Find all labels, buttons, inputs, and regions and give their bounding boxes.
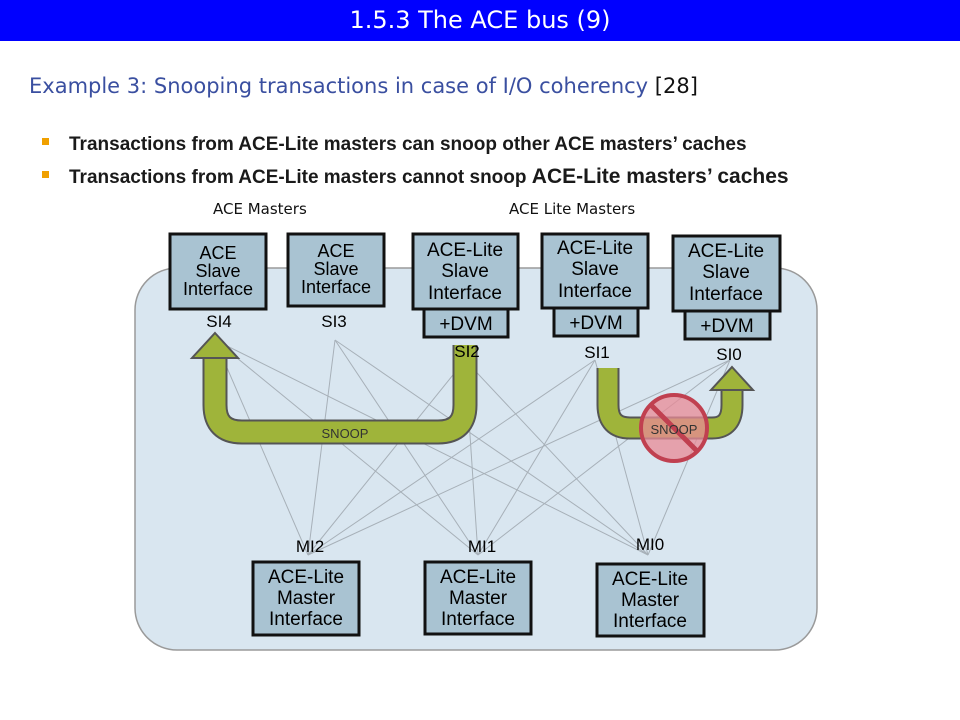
master-port-label: MI2 — [296, 537, 324, 556]
master-mi2: MI2 ACE-Lite Master Interface — [251, 537, 361, 637]
group-label-ace-masters: ACE Masters — [213, 200, 307, 218]
slave-interface-box — [671, 234, 782, 313]
slave-si3: ACE Slave Interface SI3 — [286, 232, 386, 331]
slave-line-1: ACE — [199, 243, 236, 263]
prohibit-icon-slash — [649, 403, 699, 453]
slave-si0: ACE-Lite Slave Interface +DVM SI0 — [671, 234, 782, 364]
slave-line-1: ACE — [317, 241, 354, 261]
group-label-ace-lite-masters: ACE Lite Masters — [509, 200, 636, 218]
master-line-2: Master — [621, 590, 680, 611]
slave-line-2: Slave — [313, 259, 358, 279]
master-line-3: Interface — [441, 609, 515, 630]
slave-line-1: ACE-Lite — [688, 241, 764, 262]
master-mi0: MI0 ACE-Lite Master Interface — [595, 535, 706, 638]
master-line-2: Master — [449, 588, 508, 609]
slave-interface-box — [540, 232, 650, 310]
dvm-label: +DVM — [439, 314, 492, 335]
slave-port-label: SI1 — [584, 343, 610, 362]
master-line-1: ACE-Lite — [440, 567, 516, 588]
slave-line-2: Slave — [571, 259, 619, 280]
slave-si1: ACE-Lite Slave Interface +DVM SI1 — [540, 232, 650, 362]
slave-port-label: SI2 — [454, 342, 480, 361]
dvm-label: +DVM — [700, 316, 753, 337]
slave-line-3: Interface — [558, 281, 632, 302]
bullet-2: Transactions from ACE-Lite masters canno… — [42, 165, 789, 189]
slave-si4: ACE Slave Interface SI4 — [168, 232, 268, 331]
master-mi1: MI1 ACE-Lite Master Interface — [423, 537, 533, 636]
snoop-label-blocked: SNOOP — [651, 422, 698, 437]
slave-interface-box — [168, 232, 268, 311]
slave-line-3: Interface — [183, 279, 253, 299]
master-line-1: ACE-Lite — [612, 569, 688, 590]
slave-line-2: Slave — [441, 261, 489, 282]
slave-si2: ACE-Lite Slave Interface +DVM SI2 — [411, 232, 520, 361]
bullet-2-emphasis: ACE-Lite masters’ caches — [531, 165, 789, 188]
master-line-1: ACE-Lite — [268, 567, 344, 588]
dvm-box — [422, 307, 510, 339]
snoop-label-allowed: SNOOP — [322, 426, 369, 441]
slide-subtitle: Example 3: Snooping transactions in case… — [29, 74, 698, 98]
bullet-1: Transactions from ACE-Lite masters can s… — [42, 132, 747, 156]
subtitle-text: Example 3: Snooping transactions in case… — [29, 74, 655, 98]
crossbar-lines — [214, 339, 731, 556]
slave-interface-box — [286, 232, 386, 308]
slave-port-label: SI3 — [321, 312, 347, 331]
dvm-box — [683, 309, 772, 341]
dvm-label: +DVM — [569, 313, 622, 334]
master-line-2: Master — [277, 588, 336, 609]
master-port-label: MI0 — [636, 535, 664, 554]
master-interface-box — [423, 560, 533, 636]
master-line-3: Interface — [613, 611, 687, 632]
bullet-1-text: Transactions from ACE-Lite masters can s… — [69, 134, 747, 155]
snoop-arrow-head — [189, 331, 241, 359]
slave-port-label: SI4 — [206, 312, 232, 331]
blocked-snoop-arrow-head — [708, 365, 756, 391]
snoop-arrow-body — [204, 345, 476, 443]
bullet-square-icon — [42, 138, 49, 146]
slave-line-3: Interface — [689, 284, 763, 305]
slave-line-1: ACE-Lite — [557, 238, 633, 259]
master-line-3: Interface — [269, 609, 343, 630]
slide-title: 1.5.3 The ACE bus (9) — [0, 0, 960, 41]
master-port-label: MI1 — [468, 537, 496, 556]
slave-line-2: Slave — [702, 262, 750, 283]
slave-line-1: ACE-Lite — [427, 240, 503, 261]
slave-line-3: Interface — [428, 283, 502, 304]
master-interface-box — [251, 560, 361, 637]
bullet-2-text: Transactions from ACE-Lite masters canno… — [69, 167, 532, 188]
bullet-square-icon — [42, 171, 49, 179]
dvm-box — [552, 306, 640, 338]
subtitle-reference: [28] — [654, 74, 698, 98]
master-interface-box — [595, 562, 706, 638]
slave-line-2: Slave — [195, 261, 240, 281]
slave-port-label: SI0 — [716, 345, 742, 364]
slave-line-3: Interface — [301, 277, 371, 297]
